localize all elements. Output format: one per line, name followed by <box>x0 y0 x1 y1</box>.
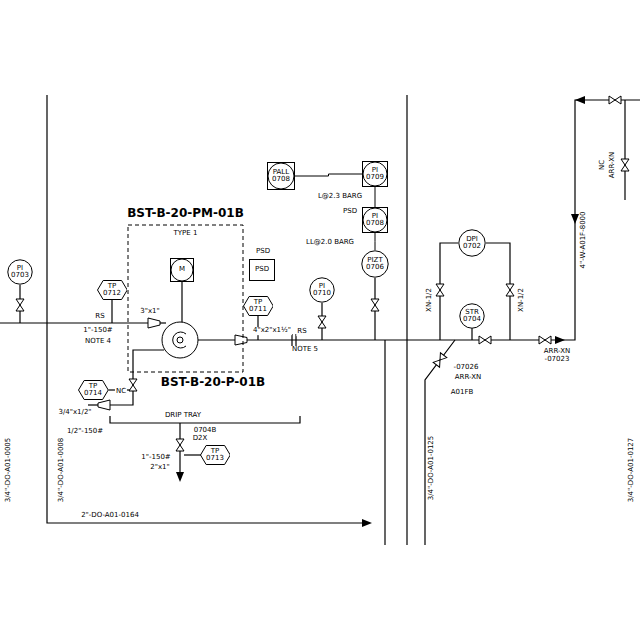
tag-text: 0708 <box>366 220 384 227</box>
annotation: 2"x1" <box>149 464 171 472</box>
tag-text: BST-B-20-PM-01B <box>127 207 244 220</box>
tag-text: M <box>179 266 185 273</box>
test-point: TP0711 <box>243 296 274 316</box>
tag-text: TP <box>254 299 263 306</box>
annotation: RS <box>296 328 307 336</box>
annotation: ARR-XN <box>543 348 571 356</box>
tag-text: PI <box>372 167 378 174</box>
annotation: 1"-150# <box>82 327 113 335</box>
pressure-indicator: PI0709 <box>362 161 388 187</box>
annotation: 3/4"-DO-A01-0127 <box>628 437 636 504</box>
annotation: BST-B-20-P-01B <box>160 376 266 389</box>
tag-text: 0708 <box>272 176 290 183</box>
annotation: -07023 <box>544 356 571 364</box>
tag-text: TP <box>89 383 98 390</box>
pressure-transmitter: PIZT0706 <box>361 250 389 278</box>
tag-text: 0709 <box>366 174 384 181</box>
test-point: TP0713 <box>200 445 231 465</box>
tag-text: TP <box>108 283 117 290</box>
annotation: PSD <box>342 208 358 216</box>
test-point: TP0714 <box>78 380 109 400</box>
tag-text: PI <box>17 265 23 272</box>
tag-text: PI <box>372 213 378 220</box>
annotation: ARR-XN <box>454 374 482 382</box>
annotation: ARR-XN <box>609 151 617 179</box>
annotation: 3/4"-DO-A01-0008 <box>58 437 66 504</box>
annotation: -07026 <box>453 364 480 372</box>
annotation: D2X <box>192 435 209 443</box>
tag-text: 0702 <box>463 243 481 250</box>
pump-package: BST-B-20-PM-01B TYPE 1 M <box>118 207 253 373</box>
pressure-indicator: PI0703 <box>7 259 33 285</box>
annotation: LL@2.0 BARG <box>305 239 355 247</box>
tag-text: TP <box>211 448 220 455</box>
annotation: 4"-W-A01F-8000 <box>580 211 588 270</box>
test-point: TP0712 <box>97 280 128 300</box>
annotation: 3"x1" <box>139 308 161 316</box>
tag-text: PIZT <box>367 257 382 264</box>
tag-text: PSD <box>255 266 269 273</box>
annotation: 3/4"-DO-A01-0005 <box>5 437 13 504</box>
annotation: 0704B <box>193 427 218 435</box>
annotation: 2"-DO-A01-0164 <box>80 512 140 520</box>
alarm-box: PALL0708 <box>267 162 295 190</box>
tag-text: PI <box>319 283 325 290</box>
annotation: XN-1/2 <box>518 287 526 313</box>
annotation: NC <box>599 159 607 171</box>
signal-line <box>295 174 362 176</box>
annotation: A01FB <box>450 389 475 397</box>
pressure-indicator: PI0708 <box>362 207 388 233</box>
annotation: L@2.3 BARG <box>317 193 363 201</box>
annotation: NOTE 4 <box>84 338 112 346</box>
tag-text: 0703 <box>11 272 29 279</box>
tag-text: 0706 <box>366 264 384 271</box>
signal-line <box>375 233 376 250</box>
annotation: NOTE 5 <box>291 346 319 354</box>
annotation: 1"-150# <box>140 454 171 462</box>
annotation: 4"x2"x1½" <box>252 327 292 335</box>
strainer-tag: STR0704 <box>459 303 485 329</box>
annotation: 3/4"-DO-A01-0125 <box>428 435 436 502</box>
tag-text: 0710 <box>313 290 331 297</box>
annotation: DRIP TRAY <box>164 412 202 420</box>
pressure-switch: PSD <box>249 259 275 281</box>
dp-indicator: DPI0702 <box>458 229 486 257</box>
annotation: RS <box>94 313 105 321</box>
annotation: NC <box>115 388 127 396</box>
tag-text: 0712 <box>103 290 121 297</box>
tag-text: 0713 <box>206 455 224 462</box>
annotation: 3/4"x1/2" <box>57 409 92 417</box>
annotation: PSD <box>255 248 271 256</box>
pressure-indicator: PI0710 <box>309 277 335 303</box>
signal-line <box>375 187 376 207</box>
tag-text: 0714 <box>84 390 102 397</box>
tag-text: 0704 <box>463 316 481 323</box>
tag-text: 0711 <box>249 306 267 313</box>
tag-text: TYPE 1 <box>174 230 198 237</box>
motor: M <box>170 258 194 282</box>
tag-text: STR <box>465 309 479 316</box>
annotation: 1/2"-150# <box>66 428 104 436</box>
tag-text: DPI <box>466 236 478 243</box>
annotation: XN-1/2 <box>426 287 434 313</box>
tag-text: PALL <box>273 169 289 176</box>
